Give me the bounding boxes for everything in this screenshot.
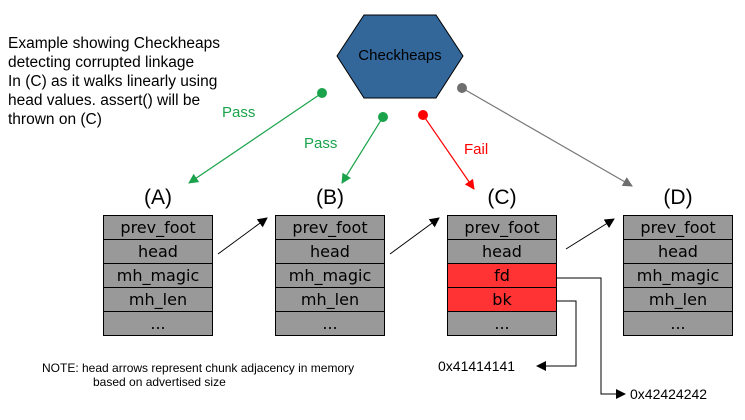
edge-start-dot: [378, 112, 388, 122]
field-mh-magic: mh_magic: [103, 263, 213, 288]
checkheaps-node: [336, 14, 464, 99]
field-prev-foot: prev_foot: [275, 215, 385, 240]
fd-pointer-line: [557, 277, 626, 399]
edge-pass-b: [341, 112, 388, 184]
field-head: head: [623, 239, 733, 264]
chunk-c: prev_foot head fd bk ...: [447, 215, 557, 336]
chunk-b: prev_foot head mh_magic mh_len ...: [275, 215, 385, 336]
field-prev-foot: prev_foot: [447, 215, 557, 240]
edge-pass-a: [188, 88, 327, 184]
chunk-a: prev_foot head mh_magic mh_len ...: [103, 215, 213, 336]
note-line-1: NOTE: head arrows represent chunk adjace…: [42, 361, 355, 375]
field-ellipsis: ...: [103, 311, 213, 336]
field-mh-len: mh_len: [623, 287, 733, 312]
field-prev-foot: prev_foot: [623, 215, 733, 240]
field-ellipsis: ...: [447, 311, 557, 336]
chunk-d: prev_foot head mh_magic mh_len ...: [623, 215, 733, 336]
chunk-b-title: (B): [316, 186, 344, 209]
edge-start-dot: [317, 88, 327, 98]
bk-pointer-line: [536, 300, 577, 371]
edge-d: [457, 83, 633, 187]
note-text: NOTE: head arrows represent chunk adjace…: [42, 361, 354, 389]
description-line: head values. assert() will be: [8, 92, 201, 109]
field-mh-len: mh_len: [275, 287, 385, 312]
edge-start-dot: [457, 83, 467, 93]
edge-label-fail-c: Fail: [464, 141, 489, 158]
field-head: head: [103, 239, 213, 264]
chunk-c-title: (C): [487, 186, 517, 209]
edge-label-pass-a: Pass: [222, 104, 256, 121]
field-head: head: [447, 239, 557, 264]
description-line: detecting corrupted linkage: [8, 54, 195, 71]
bk-target-address: 0x41414141: [438, 358, 516, 374]
chunk-a-title: (A): [144, 186, 172, 209]
field-ellipsis: ...: [275, 311, 385, 336]
field-head: head: [275, 239, 385, 264]
edge-fail-c: [418, 110, 475, 190]
field-fd-corrupt: fd: [447, 263, 557, 288]
description-line: Example showing Checkheaps: [8, 35, 220, 52]
head-arrow-c-to-d: [565, 218, 615, 250]
description-line: thrown on (C): [8, 111, 102, 128]
field-ellipsis: ...: [623, 311, 733, 336]
checkheaps-label: Checkheaps: [358, 47, 442, 64]
description-text: Example showing Checkheaps detecting cor…: [8, 34, 278, 129]
edge-start-dot: [418, 110, 428, 120]
field-bk-corrupt: bk: [447, 287, 557, 312]
field-mh-len: mh_len: [103, 287, 213, 312]
chunk-d-title: (D): [663, 186, 693, 209]
field-mh-magic: mh_magic: [275, 263, 385, 288]
description-line: In (C) as it walks linearly using: [8, 73, 218, 90]
head-arrow-a-to-b: [217, 217, 268, 255]
field-prev-foot: prev_foot: [103, 215, 213, 240]
note-line-2: based on advertised size: [93, 375, 226, 389]
head-arrow-b-to-c: [389, 217, 440, 255]
field-mh-magic: mh_magic: [623, 263, 733, 288]
edge-label-pass-b: Pass: [304, 135, 338, 152]
fd-target-address: 0x42424242: [630, 386, 708, 402]
